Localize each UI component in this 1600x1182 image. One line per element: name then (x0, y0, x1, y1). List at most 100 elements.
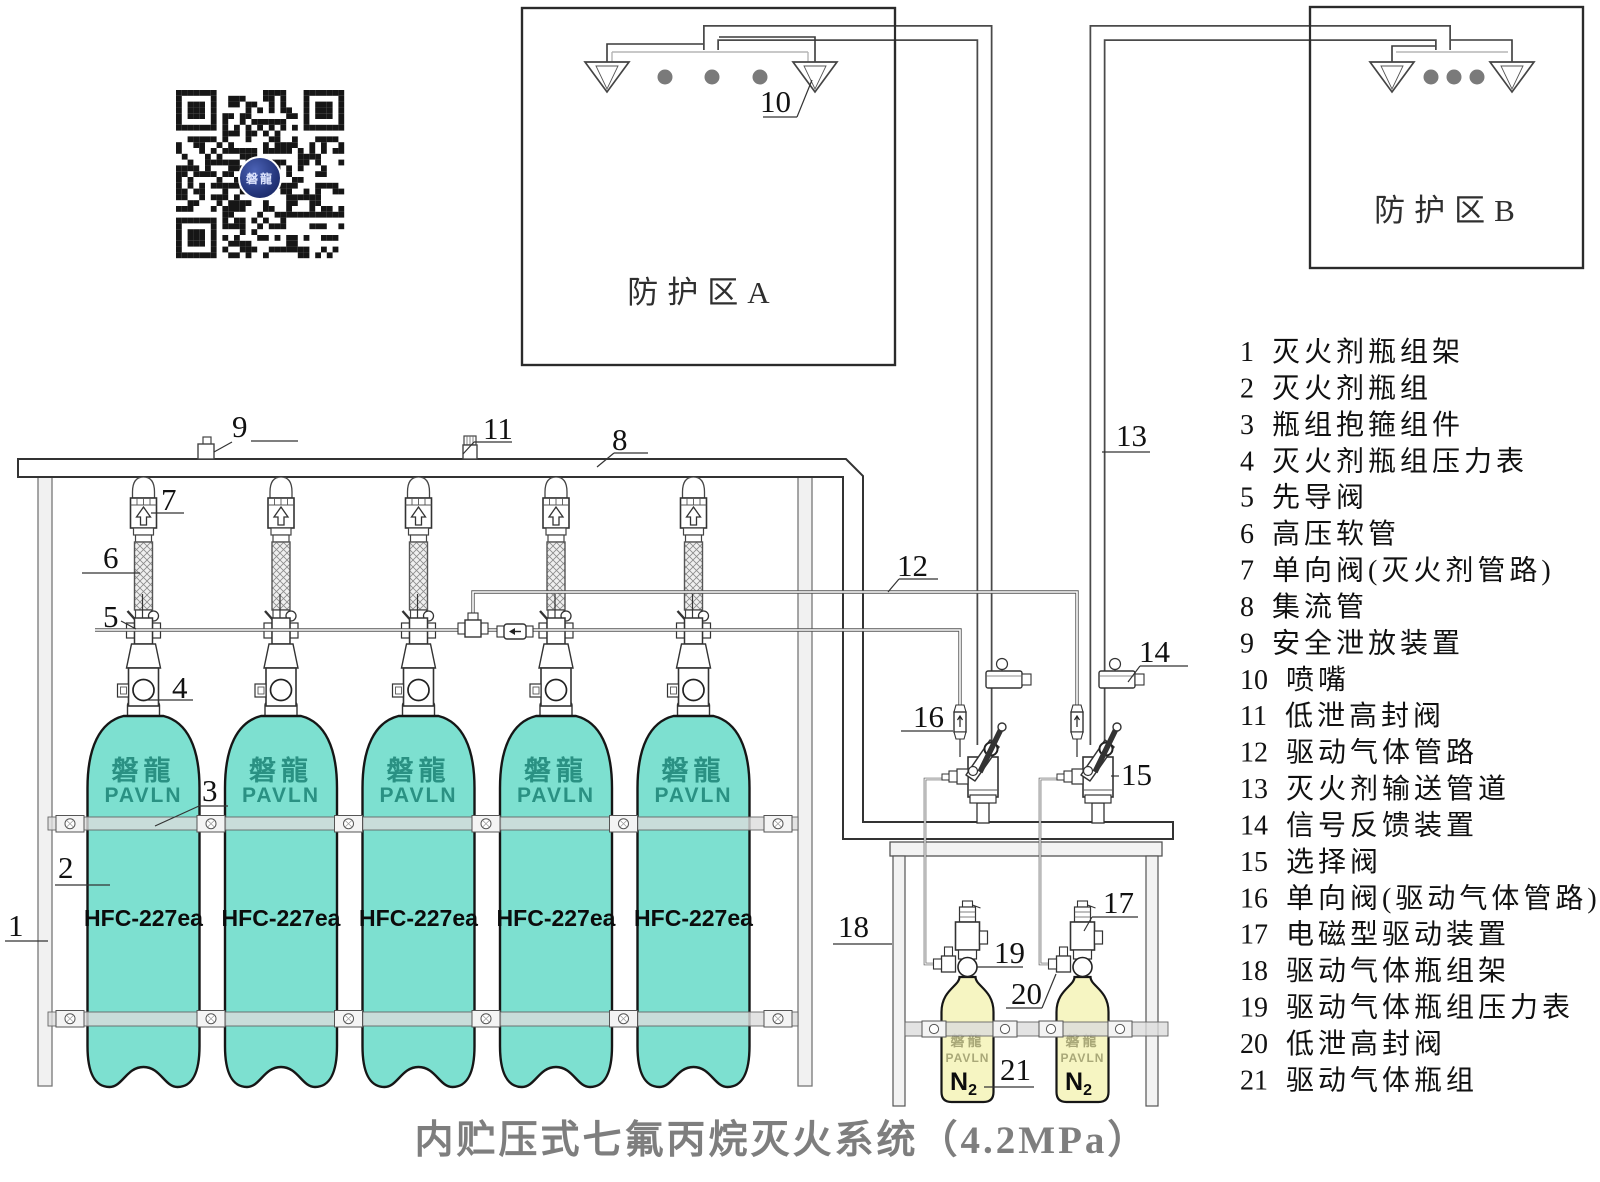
callout-number: 15 (1121, 757, 1152, 792)
nozzle-icon (583, 61, 631, 94)
strap-clamp-icon (1038, 1020, 1064, 1038)
bottle-product-label: N2 (950, 1068, 977, 1099)
rack-post-left (37, 476, 53, 1087)
callout-number: 16 (913, 699, 944, 734)
sprinkler-dot-icon (704, 69, 720, 85)
pressure-gauge-icon (544, 678, 568, 702)
qr-logo-text: 磐龍 (246, 171, 274, 186)
callout-14: 14 (1127, 634, 1188, 683)
callout-number: 13 (1116, 418, 1147, 453)
high-pressure-hose-icon (271, 541, 291, 611)
cylinder-product-label: HFC-227ea (222, 905, 341, 931)
high-pressure-hose-icon (546, 541, 566, 611)
cylinder-brand-text: 磐龍 (387, 755, 451, 786)
signal-feedback-icon (985, 657, 1032, 689)
cylinder-brand-text: 磐龍 (112, 755, 176, 786)
pressure-gauge-icon (682, 678, 705, 702)
strap-clamp-icon (471, 1010, 501, 1028)
selector-valve-assembly (941, 657, 1145, 824)
sprinkler-dot-icon (1423, 69, 1439, 85)
callout-number: 20 (1011, 976, 1042, 1011)
qr-code: 磐龍 (176, 90, 345, 259)
pressure-gauge-icon (269, 678, 293, 702)
bottle-brand-subtext: PAVLN (1061, 1051, 1105, 1065)
bleed-valve-top (462, 435, 478, 460)
strap-clamp-icon (55, 1010, 85, 1028)
callout-number: 17 (1103, 885, 1134, 920)
check-valve-icon (679, 497, 708, 529)
check-valve-icon (267, 497, 295, 529)
callout-number: 2 (58, 850, 74, 885)
callout-number: 7 (161, 482, 177, 517)
driver-bottle-rack (889, 841, 1163, 1107)
sprinkler-dot-icon (1446, 69, 1462, 85)
rack-table-top (889, 841, 1163, 857)
zone-a-box (520, 6, 897, 367)
callout-number: 14 (1139, 634, 1171, 669)
cylinder-brand-text: 磐龍 (524, 755, 588, 786)
strap-clamp-icon (334, 1010, 363, 1028)
cylinder-straps (47, 815, 799, 1028)
cylinder-product-label: HFC-227ea (497, 905, 616, 931)
pilot-and-drive-gas-lines (95, 590, 1079, 757)
cylinder-brand-subtext: PAVLN (379, 784, 457, 807)
selector-valve-icon (1056, 722, 1122, 824)
pressure-gauge-icon (407, 678, 430, 702)
callout-number: 10 (760, 84, 791, 119)
safety-relief-device (197, 436, 215, 460)
tee-fitting-icon (457, 612, 489, 638)
high-pressure-hose-icon (133, 541, 154, 611)
drive-check-valve-icon (953, 704, 967, 740)
cylinder-brand-subtext: PAVLN (104, 784, 182, 807)
check-valve-icon (542, 497, 570, 529)
zone-b-label: 防护区B (1374, 193, 1524, 228)
zone-borders: 防护区A 防护区B (520, 5, 1585, 367)
signal-feedback-icon (1098, 657, 1145, 689)
bottle-brand-text: 磐龍 (1065, 1033, 1100, 1050)
bleed-valve-icon (1047, 946, 1072, 973)
zone-b-box (1308, 5, 1585, 270)
strap-clamp-icon (609, 815, 638, 833)
strap-clamp-icon (55, 815, 85, 833)
diagram-title: 内贮压式七氟丙烷灭火系统（4.2MPa） (415, 1119, 1150, 1162)
callout-15: 15 (1111, 757, 1152, 792)
cylinder-product-label: HFC-227ea (359, 905, 478, 931)
strap-clamp-icon (196, 1010, 226, 1028)
callout-5: 5 (103, 599, 137, 634)
callout-number: 1 (8, 908, 24, 943)
inline-check-valve-icon (496, 623, 534, 640)
callout-17: 17 (1083, 885, 1138, 932)
sprinkler-dot-icon (752, 69, 768, 85)
bottle-pressure-gauge-icon (1072, 956, 1093, 978)
callout-16: 16 (901, 699, 953, 734)
callout-19: 19 (977, 935, 1025, 970)
strap-clamp-icon (763, 815, 793, 833)
bottle-product-label: N2 (1065, 1068, 1092, 1099)
callout-number: 19 (994, 935, 1025, 970)
callout-11: 11 (462, 411, 513, 455)
callout-number: 18 (838, 909, 869, 944)
callout-3: 3 (154, 773, 228, 827)
callout-7: 7 (151, 482, 184, 517)
strap-clamp-icon (763, 1010, 793, 1028)
